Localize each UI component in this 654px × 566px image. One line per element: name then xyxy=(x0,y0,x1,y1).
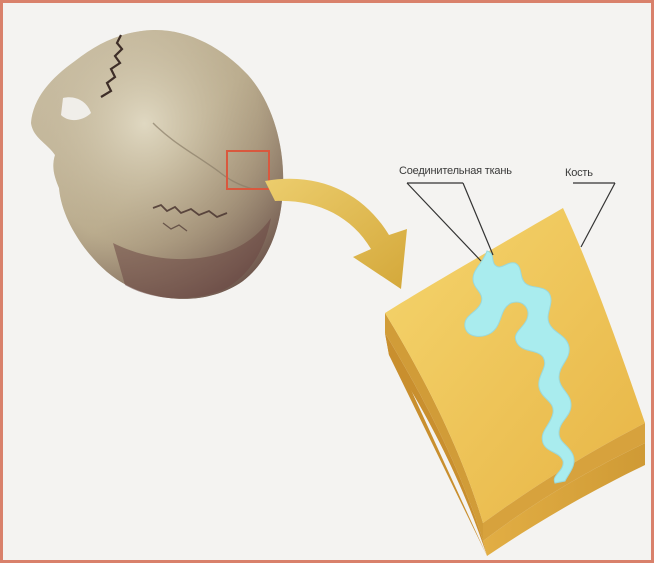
bone-label: Кость xyxy=(565,167,593,179)
magnify-arrow xyxy=(265,179,407,289)
connective-tissue-label: Соединительная ткань xyxy=(399,165,512,177)
suture-diagram xyxy=(3,3,654,566)
skull-illustration xyxy=(31,30,283,299)
bone-block xyxy=(385,208,645,556)
